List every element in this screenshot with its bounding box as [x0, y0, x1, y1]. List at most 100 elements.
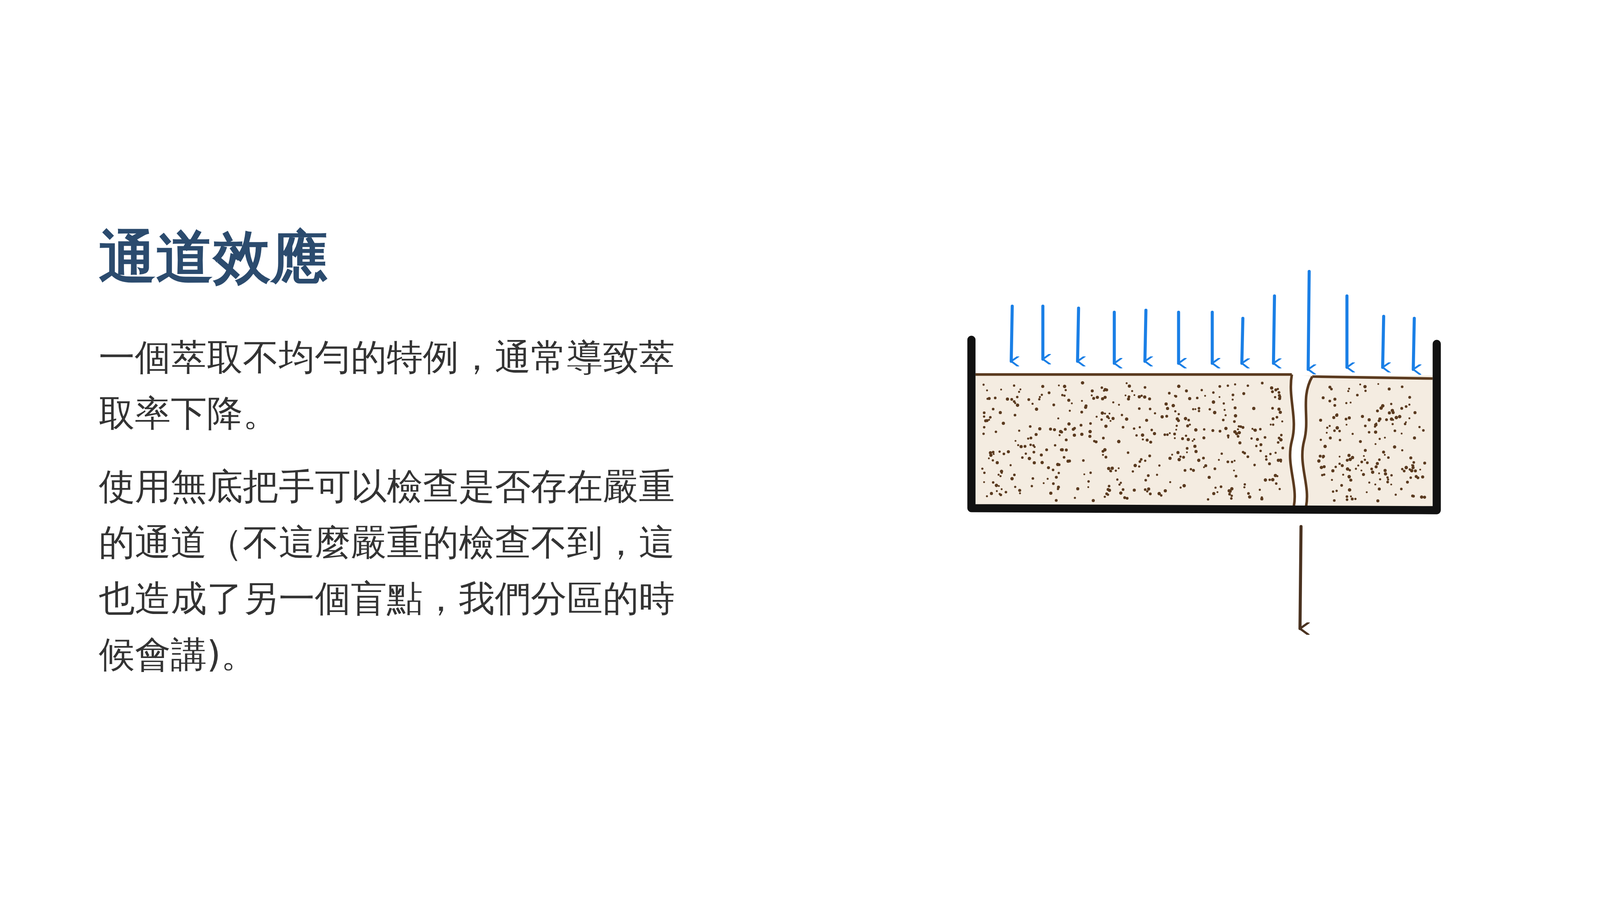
ground-dot — [1118, 483, 1121, 486]
ground-dot — [1385, 418, 1388, 422]
ground-dot — [1363, 384, 1367, 388]
ground-dot — [1409, 476, 1412, 479]
ground-dot — [1278, 410, 1282, 414]
ground-dot — [1046, 466, 1050, 470]
ground-dot — [1402, 469, 1406, 473]
ground-dot — [1166, 406, 1170, 410]
ground-dot — [1149, 440, 1152, 444]
ground-dot — [1211, 400, 1216, 404]
ground-dot — [1259, 428, 1262, 431]
ground-dot — [1168, 392, 1171, 395]
ground-dot — [1251, 427, 1254, 430]
ground-dot — [1200, 388, 1203, 392]
ground-dot — [1350, 497, 1354, 501]
ground-dot — [1410, 469, 1414, 473]
ground-dot — [1064, 428, 1067, 431]
ground-dot — [1184, 416, 1188, 420]
ground-dot — [1185, 447, 1189, 450]
ground-dot — [1348, 488, 1352, 492]
ground-dot — [1088, 434, 1092, 438]
ground-dot — [1377, 487, 1381, 491]
ground-dot — [1332, 490, 1335, 493]
ground-dot — [1271, 390, 1274, 394]
ground-dot — [1378, 472, 1380, 475]
ground-dot — [1158, 464, 1161, 467]
ground-dot — [1317, 459, 1321, 463]
ground-dot — [1182, 455, 1185, 459]
ground-dot — [1111, 416, 1115, 420]
ground-dot — [1393, 429, 1397, 433]
ground-dot — [1109, 420, 1112, 422]
ground-dot — [1404, 405, 1408, 408]
ground-dot — [1392, 445, 1396, 449]
ground-dot — [1323, 473, 1326, 476]
ground-dot — [1132, 488, 1136, 492]
ground-dot — [1390, 417, 1394, 421]
ground-dot — [1049, 427, 1053, 431]
bed-surface — [975, 374, 1433, 379]
ground-dot — [1108, 488, 1112, 492]
ground-dot — [1143, 395, 1147, 399]
ground-dot — [1220, 452, 1223, 455]
ground-dot — [1156, 473, 1158, 476]
ground-dot — [1364, 448, 1367, 452]
ground-dot — [1073, 426, 1076, 430]
ground-dot — [1277, 391, 1281, 394]
ground-dot — [1119, 491, 1123, 495]
ground-dot — [1083, 473, 1086, 476]
ground-dot — [1106, 415, 1109, 418]
ground-dot — [1224, 414, 1227, 416]
ground-dot — [1175, 428, 1178, 431]
ground-dot — [1218, 430, 1222, 433]
ground-dot — [1276, 441, 1280, 444]
ground-dot — [1076, 487, 1080, 491]
ground-dot — [1260, 496, 1264, 499]
ground-dot — [1103, 448, 1107, 452]
ground-dot — [1010, 476, 1014, 480]
ground-dot — [1000, 388, 1002, 391]
ground-dot — [1222, 402, 1226, 405]
ground-dot — [1117, 467, 1120, 470]
ground-dot — [1112, 401, 1115, 404]
ground-dot — [1104, 455, 1108, 459]
ground-dot — [1332, 499, 1336, 502]
ground-dot — [1114, 469, 1117, 472]
ground-dot — [1420, 495, 1424, 499]
ground-dot — [1058, 430, 1062, 434]
ground-dot — [1028, 425, 1032, 428]
ground-dot — [1387, 387, 1391, 391]
ground-dot — [1052, 403, 1056, 407]
ground-dot — [1016, 403, 1020, 407]
ground-dot — [1084, 404, 1088, 408]
ground-dot — [1102, 436, 1105, 440]
ground-dot — [1230, 494, 1233, 498]
ground-dot — [1067, 422, 1071, 426]
ground-dot — [982, 426, 986, 429]
ground-dot — [1168, 456, 1172, 460]
ground-dot — [1148, 397, 1151, 401]
ground-dot — [1371, 470, 1375, 474]
ground-dot — [1408, 396, 1412, 399]
ground-dot — [1344, 417, 1348, 421]
ground-dot — [1273, 474, 1277, 478]
ground-dot — [1148, 492, 1152, 496]
ground-dot — [1186, 424, 1189, 428]
ground-dot — [1401, 449, 1404, 452]
ground-dot — [1231, 393, 1235, 397]
ground-dot — [1374, 430, 1378, 434]
ground-dot — [992, 481, 995, 484]
ground-dot — [1357, 464, 1360, 467]
ground-dot — [1197, 410, 1200, 413]
ground-dot — [1067, 398, 1071, 402]
ground-dot — [1148, 407, 1152, 410]
ground-dot — [1347, 390, 1350, 392]
ground-dot — [1018, 390, 1020, 393]
ground-dot — [1019, 388, 1022, 391]
ground-dot — [1132, 427, 1136, 430]
ground-dot — [1252, 406, 1256, 410]
ground-dot — [1381, 404, 1385, 408]
ground-dot — [1236, 434, 1240, 438]
ground-dot — [981, 467, 984, 470]
ground-dot — [1347, 454, 1351, 458]
coffee-grounds — [981, 381, 1426, 503]
